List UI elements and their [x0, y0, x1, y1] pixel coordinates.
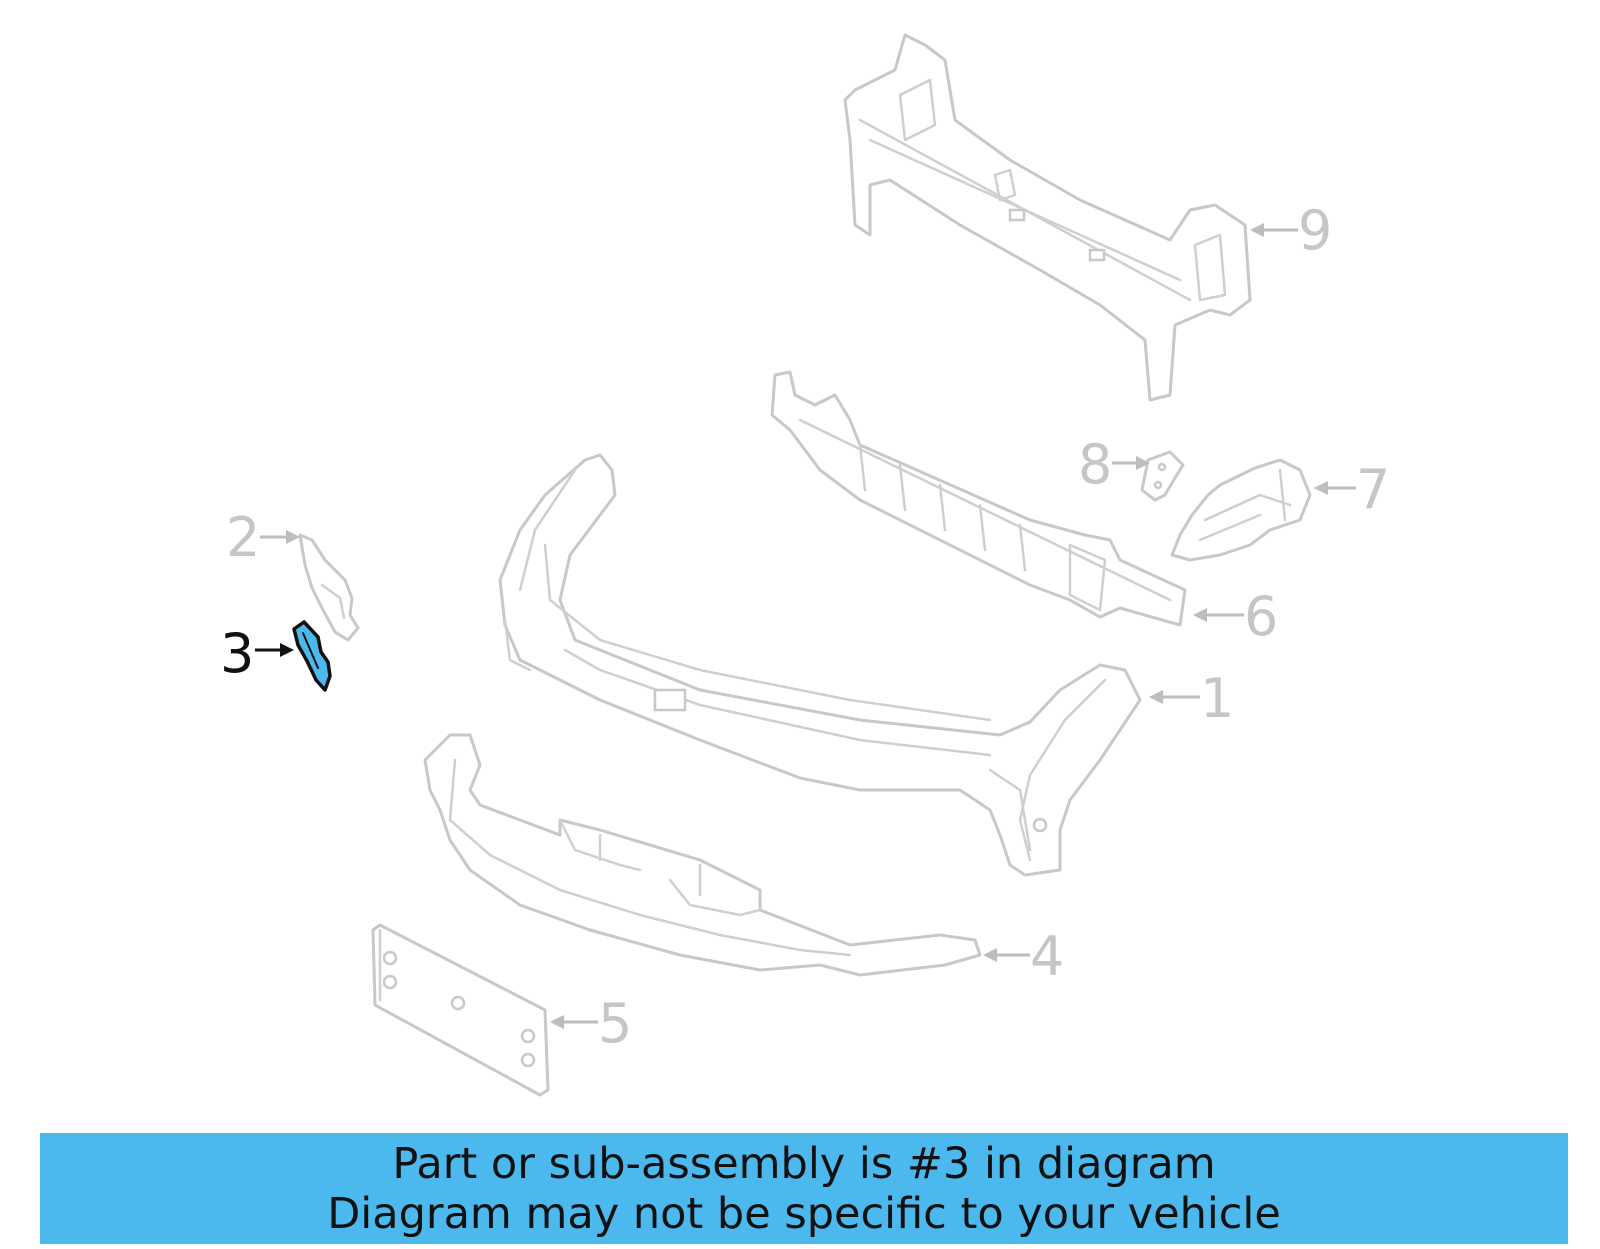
- callout-6: 6: [1193, 585, 1278, 648]
- callout-4-number: 4: [1030, 925, 1064, 988]
- callout-4: 4: [983, 925, 1064, 988]
- part-8-bracket: [1140, 450, 1185, 502]
- callout-2-number: 2: [226, 506, 260, 569]
- part-1-bumper-cover: [498, 453, 1142, 877]
- banner-line-2: Diagram may not be specific to your vehi…: [327, 1188, 1281, 1239]
- part-5-license-plate-bracket: [371, 923, 550, 1097]
- part-6-energy-absorber: [770, 370, 1187, 627]
- callout-5-number: 5: [598, 992, 632, 1055]
- callout-1-number: 1: [1200, 667, 1234, 730]
- callout-6-number: 6: [1244, 585, 1278, 648]
- callout-8: 8: [1078, 433, 1150, 496]
- banner-line-1: Part or sub-assembly is #3 in diagram: [392, 1138, 1216, 1189]
- part-3-highlighted-bracket: [292, 620, 332, 692]
- callout-5: 5: [550, 992, 632, 1055]
- part-7-side-bracket: [1170, 458, 1312, 562]
- callout-3-number: 3: [220, 622, 254, 685]
- callout-7: 7: [1314, 458, 1390, 521]
- callout-8-number: 8: [1078, 433, 1112, 496]
- part-9-reinforcement-beam: [843, 33, 1252, 402]
- callout-1: 1: [1149, 667, 1234, 730]
- info-banner: Part or sub-assembly is #3 in diagram Di…: [40, 1133, 1568, 1244]
- callout-3[interactable]: 3: [220, 622, 294, 685]
- callout-2: 2: [226, 506, 300, 569]
- part-2-bracket: [298, 533, 360, 642]
- part-4-lower-valance: [423, 733, 982, 977]
- callout-9: 9: [1250, 199, 1332, 262]
- callout-9-number: 9: [1298, 199, 1332, 262]
- callout-7-number: 7: [1356, 458, 1390, 521]
